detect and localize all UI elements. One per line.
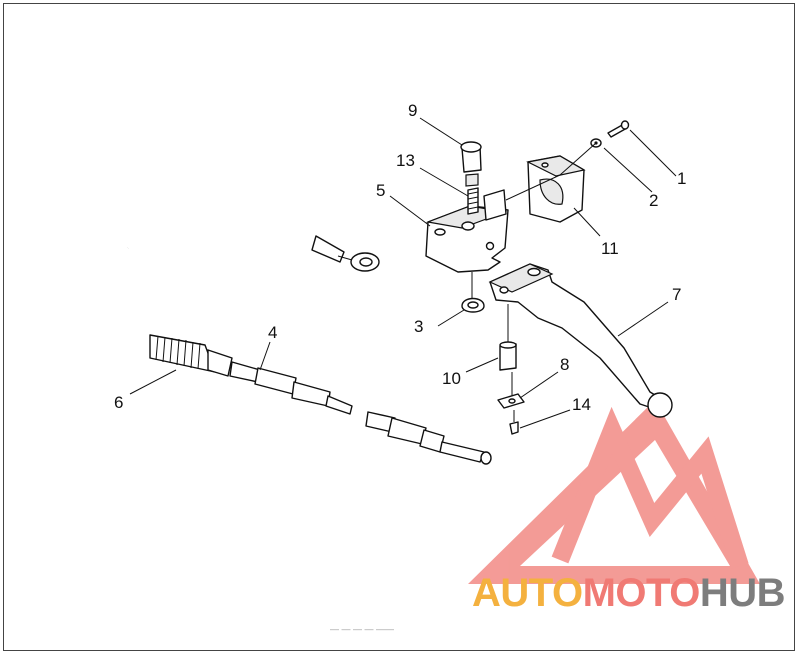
leader-3 bbox=[437, 309, 465, 327]
pivot-pin-assembly bbox=[460, 141, 482, 215]
callout-leaders bbox=[129, 117, 677, 429]
clamp-hole bbox=[541, 162, 549, 168]
leader-13 bbox=[419, 167, 469, 197]
watermark-auto: AUTO bbox=[472, 571, 583, 615]
callout-8: 8 bbox=[560, 355, 569, 374]
cable-hex-nut bbox=[254, 367, 297, 395]
callout-3: 3 bbox=[414, 317, 423, 336]
callout-1: 1 bbox=[677, 169, 686, 188]
watermark-logo bbox=[468, 400, 760, 584]
bracket-hole-a bbox=[434, 228, 446, 236]
callout-14: 14 bbox=[572, 395, 591, 414]
leader-7 bbox=[617, 301, 669, 337]
clamp-bore bbox=[539, 178, 564, 205]
cable-eye-shank bbox=[337, 255, 353, 261]
clip-hole bbox=[467, 301, 479, 309]
callout-5: 5 bbox=[376, 181, 385, 200]
shift-lever-7 bbox=[488, 263, 673, 418]
pin-collar bbox=[465, 173, 479, 187]
retaining-clip-3 bbox=[461, 272, 485, 313]
callout-labels: 1 2 3 4 5 6 7 8 9 10 11 13 14 bbox=[114, 101, 686, 414]
callout-7: 7 bbox=[672, 285, 681, 304]
cable-b-rod bbox=[439, 441, 485, 463]
bracket-hole-b bbox=[461, 221, 475, 231]
lower-hardware bbox=[497, 304, 525, 435]
bracket-hole-c bbox=[485, 241, 495, 251]
footer-note: — — — — —— bbox=[330, 624, 394, 634]
cable-sleeve bbox=[207, 349, 233, 377]
bracket-tab bbox=[483, 189, 507, 221]
bushing-top bbox=[499, 341, 517, 349]
screw-1-head bbox=[620, 120, 630, 130]
lever-pivot-hole bbox=[527, 267, 541, 277]
clamp-top bbox=[526, 155, 586, 177]
callout-11: 11 bbox=[601, 239, 619, 258]
callout-9: 9 bbox=[408, 101, 417, 120]
cable-boot-ribs bbox=[155, 335, 201, 370]
screw-14 bbox=[509, 421, 519, 435]
clamp-alignment-line bbox=[505, 174, 561, 201]
washer-8-hole bbox=[508, 398, 516, 404]
callout-4: 4 bbox=[268, 323, 277, 342]
leader-4 bbox=[259, 341, 271, 371]
clamp-assembly bbox=[505, 120, 630, 223]
callout-6: 6 bbox=[114, 393, 123, 412]
watermark-m-shape bbox=[551, 406, 749, 569]
callout-10: 10 bbox=[442, 369, 461, 388]
lever-hole-b bbox=[499, 286, 509, 294]
leader-9 bbox=[419, 117, 463, 146]
leader-2 bbox=[603, 147, 653, 193]
watermark-moto: MOTO bbox=[583, 571, 700, 615]
diagram-frame bbox=[3, 3, 795, 651]
leader-14 bbox=[519, 409, 571, 429]
watermark-inner-cut bbox=[595, 505, 700, 560]
cable-boot bbox=[149, 334, 216, 373]
cable-threaded-end bbox=[291, 381, 331, 407]
cable-b-tip bbox=[480, 451, 492, 465]
leader-11 bbox=[573, 207, 601, 237]
watermark-triangle bbox=[468, 400, 760, 584]
leader-8 bbox=[519, 371, 559, 399]
callout-2: 2 bbox=[649, 191, 658, 210]
lever-knob bbox=[647, 392, 673, 418]
callout-13: 13 bbox=[396, 151, 415, 170]
cable-loop-fill bbox=[97, 258, 152, 349]
cable-break bbox=[110, 256, 126, 270]
washer-alignment-line bbox=[559, 142, 597, 176]
shift-cable bbox=[97, 225, 492, 465]
spring-coils bbox=[467, 191, 479, 210]
watermark-hub: HUB bbox=[700, 571, 785, 615]
leader-5 bbox=[389, 195, 431, 227]
leader-10 bbox=[465, 357, 499, 373]
pivot-pin-head bbox=[460, 141, 482, 153]
cable-b-body bbox=[387, 417, 427, 445]
cable-end-ferrule bbox=[311, 235, 345, 263]
shifter-bracket bbox=[425, 189, 509, 273]
cable-eye-hole bbox=[359, 257, 373, 267]
watermark-text: AUTOMOTOHUB bbox=[472, 571, 785, 615]
cable-upper-fill bbox=[126, 225, 319, 251]
cable-end-tip bbox=[325, 395, 353, 415]
leader-6 bbox=[129, 369, 177, 395]
leader-1 bbox=[629, 129, 677, 177]
